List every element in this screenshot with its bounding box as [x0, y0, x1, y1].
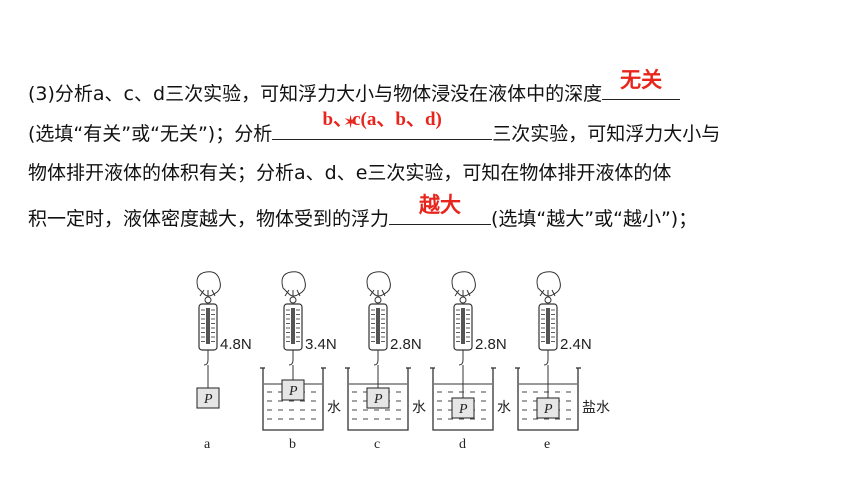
- pointer-arrow-icon: ✶: [343, 112, 359, 133]
- setup-label: e: [544, 437, 550, 450]
- hand-icon: [366, 271, 391, 297]
- setup-label: c: [374, 437, 380, 450]
- object-label: P: [288, 384, 298, 399]
- object-block: [281, 379, 305, 401]
- ring-icon: [204, 296, 212, 304]
- scale-spring: [376, 308, 380, 344]
- hand-fingers-icon: [369, 289, 386, 297]
- scale-spring: [291, 308, 295, 344]
- question-text: 物体排开液体的体积有关；分析a、d、e三次实验，可知在物体排开液体的体: [28, 162, 672, 184]
- beaker: [517, 368, 579, 431]
- beaker: [347, 368, 409, 431]
- hand-fingers-icon: [454, 289, 471, 297]
- object-block: [536, 397, 560, 419]
- ring-icon: [289, 296, 297, 304]
- answer-1: 无关: [620, 68, 663, 92]
- hand-fingers-icon: [199, 289, 216, 297]
- scale-spring: [461, 308, 465, 344]
- ring-icon: [374, 296, 382, 304]
- question-text: (选填“越大”或“越小”)；: [491, 208, 698, 230]
- setup-label: a: [204, 437, 211, 450]
- hand-icon: [281, 271, 306, 297]
- answer-3: 越大: [419, 193, 462, 217]
- answer-blank-2[interactable]: b、c(a、b、d): [272, 109, 493, 140]
- liquid-label: 水: [412, 400, 426, 416]
- text-line-3: 物体排开液体的体积有关；分析a、d、e三次实验，可知在物体排开液体的体: [28, 160, 671, 186]
- object-label: P: [373, 392, 383, 407]
- text-line-2: (选填“有关”或“无关”)；分析 b、c(a、b、d) 三次实验，可知浮力大小与: [28, 109, 721, 147]
- setup-d: 2.8N 水 Pd: [430, 271, 511, 450]
- setup-label: b: [289, 437, 296, 450]
- hand-icon: [536, 271, 561, 297]
- object-block: [196, 387, 220, 409]
- setup-c: 2.8N 水 Pc: [345, 271, 426, 450]
- liquid-label: 水: [497, 400, 511, 416]
- object-label: P: [203, 392, 213, 407]
- question-text: (3)分析a、c、d三次实验，可知浮力大小与物体浸没在液体中的深度: [28, 83, 603, 105]
- hook-icon: [373, 350, 379, 366]
- text-line-1: (3)分析a、c、d三次实验，可知浮力大小与物体浸没在液体中的深度无关: [28, 68, 681, 107]
- object-label: P: [458, 402, 468, 417]
- setup-b: 3.4N 水 Pb: [260, 271, 341, 450]
- liquid-label: 水: [327, 400, 341, 416]
- object-block: [366, 387, 390, 409]
- hand-icon: [451, 271, 476, 297]
- setup-a: 4.8N Pa: [196, 271, 252, 450]
- scale-spring: [206, 308, 210, 344]
- question-text: (选填“有关”或“无关”)；分析: [28, 123, 273, 145]
- beaker: [432, 368, 494, 431]
- answer-blank-3[interactable]: 越大: [389, 193, 492, 225]
- scale-reading: 2.8N: [475, 336, 507, 353]
- hook-icon: [288, 350, 294, 366]
- experiment-figure: 4.8N Pa 3.4N 水 Pb 2.8N 水 Pc 2.8N 水 Pd 2.4N 盐水 Pe: [196, 271, 610, 450]
- hook-icon: [458, 350, 464, 366]
- ring-icon: [459, 296, 467, 304]
- scale-reading: 2.4N: [560, 336, 592, 353]
- object-block: [451, 397, 475, 419]
- question-text: 三次实验，可知浮力大小与: [492, 123, 721, 145]
- hand-icon: [196, 271, 221, 297]
- ring-icon: [544, 296, 552, 304]
- scale-reading: 3.4N: [305, 336, 337, 353]
- hand-fingers-icon: [539, 289, 556, 297]
- question-text: 积一定时，液体密度越大，物体受到的浮力: [28, 208, 390, 230]
- scale-reading: 2.8N: [390, 336, 422, 353]
- setup-e: 2.4N 盐水 Pe: [515, 271, 610, 450]
- hook-icon: [203, 350, 209, 366]
- setup-label: d: [459, 437, 466, 450]
- object-label: P: [543, 402, 553, 417]
- scale-spring: [546, 308, 550, 344]
- hand-fingers-icon: [284, 289, 301, 297]
- scale-reading: 4.8N: [220, 336, 252, 353]
- hook-icon: [543, 350, 549, 366]
- liquid-label: 盐水: [582, 400, 610, 416]
- text-line-4: 积一定时，液体密度越大，物体受到的浮力 越大 (选填“越大”或“越小”)；: [28, 193, 698, 232]
- beaker: [262, 368, 324, 431]
- answer-2: b、c(a、b、d): [322, 109, 442, 130]
- answer-blank-1[interactable]: 无关: [602, 68, 681, 100]
